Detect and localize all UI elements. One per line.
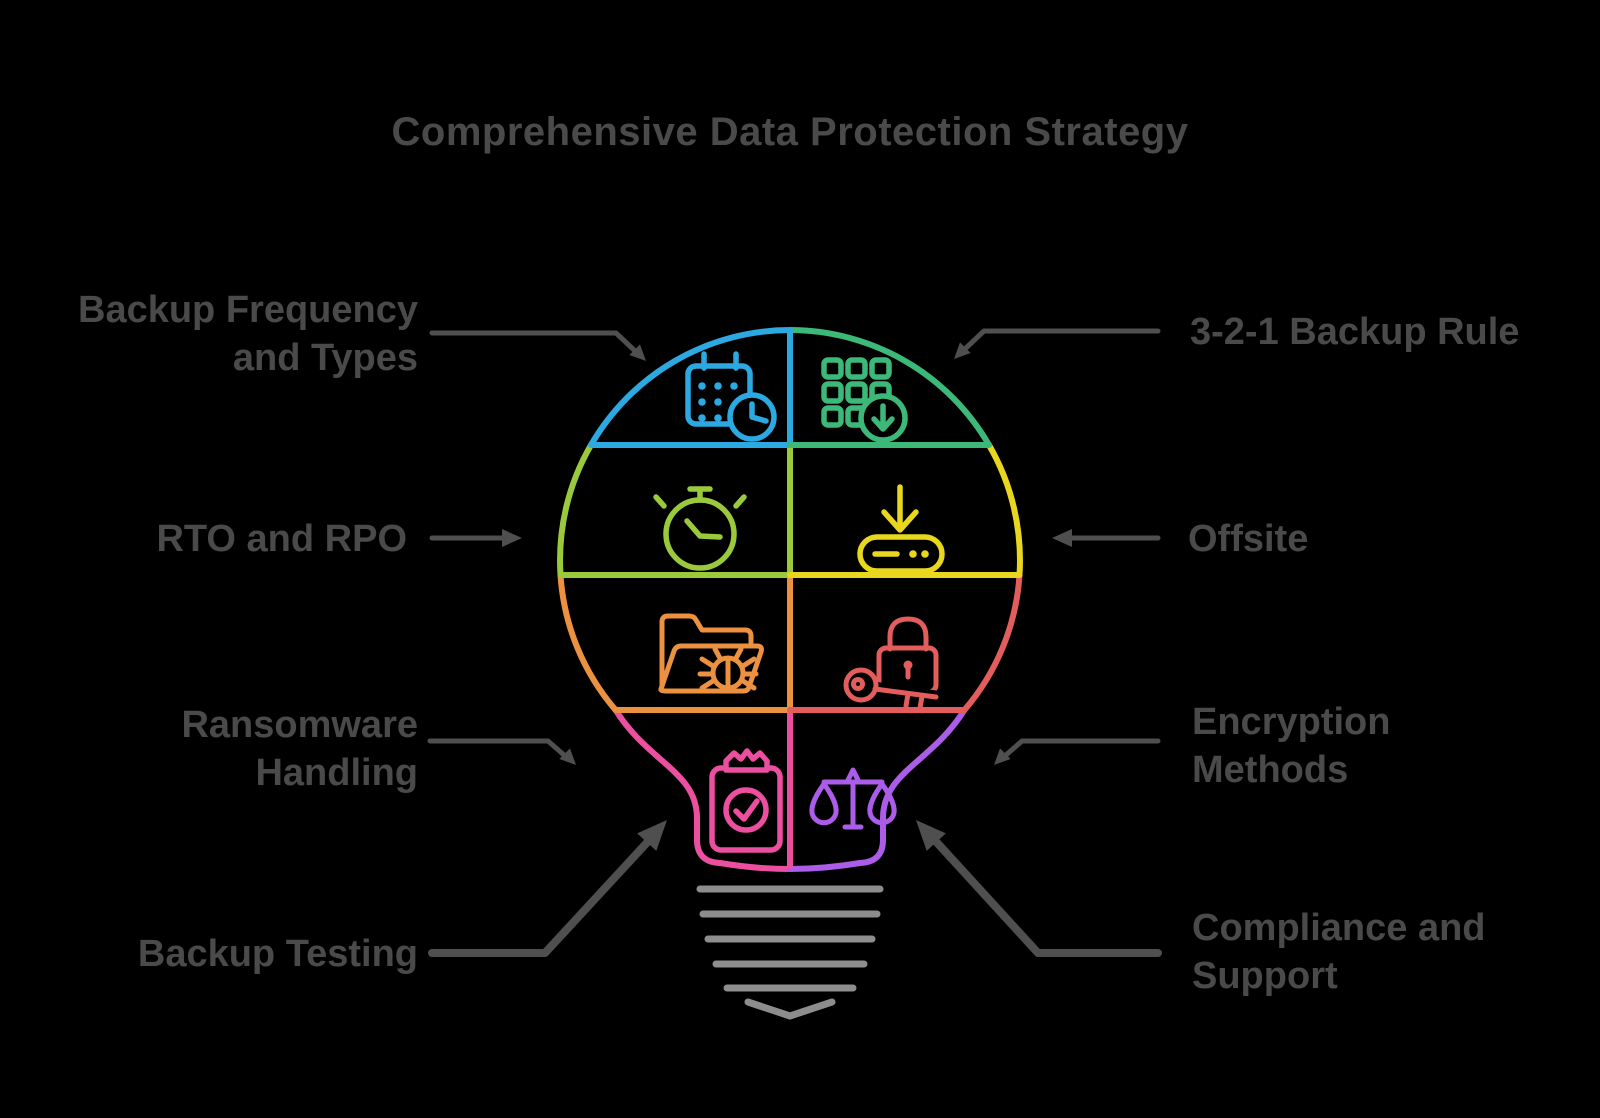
arrowhead-lower-left-icon <box>559 748 576 765</box>
label-rto-rpo: RTO and RPO <box>156 518 407 560</box>
scales-pan-right <box>867 781 897 826</box>
connector-bottom-left <box>428 831 658 957</box>
check-mark <box>733 798 760 822</box>
label-compliance-line2: Support <box>1192 955 1338 997</box>
segment-arc-lower-left <box>557 572 619 713</box>
label-compliance-line1: Compliance and <box>1192 907 1486 949</box>
arrowhead-bottom-left-icon <box>637 820 667 851</box>
bug-legs <box>697 656 759 691</box>
key-bow-hole <box>851 677 865 691</box>
label-ransomware-line1: Ransomware <box>181 704 418 746</box>
segment-arc-top-right <box>787 327 992 448</box>
label-ransomware-line2: Handling <box>255 752 418 794</box>
lock-keyhole <box>903 660 913 670</box>
segment-arc-middle-left <box>557 442 594 578</box>
scales-peak <box>844 767 862 785</box>
folder-bug-icon <box>658 613 764 694</box>
calendar-tabs <box>701 351 739 371</box>
stopwatch-crown <box>687 486 713 503</box>
drive-led-2 <box>921 550 929 558</box>
label-backup-testing: Backup Testing <box>138 933 418 975</box>
connector-bottom-right <box>926 831 1162 957</box>
calendar-clock-icon <box>685 351 777 442</box>
connector-lower-left <box>427 738 567 758</box>
segment-arc-top-left <box>588 327 793 448</box>
connector-lines <box>427 328 1162 957</box>
arrowhead-top-right-icon <box>954 342 971 359</box>
segment-neck-left <box>612 707 793 872</box>
download-drive-icon <box>857 484 945 574</box>
arrowhead-middle-right-icon <box>1052 529 1072 547</box>
label-backup-frequency-line1: Backup Frequency <box>78 289 418 331</box>
arrowhead-lower-right-icon <box>994 748 1011 765</box>
stopwatch-icon <box>653 486 747 571</box>
clock-hands <box>749 401 769 424</box>
labels: Backup Frequency and Types 3-2-1 Backup … <box>78 289 1519 997</box>
connector-top-left <box>429 330 637 353</box>
connector-top-right <box>963 328 1161 351</box>
clipboard-check-icon <box>709 748 783 853</box>
arrowhead-bottom-right-icon <box>916 820 946 851</box>
arrowhead-middle-left-icon <box>502 529 522 547</box>
calendar-dots <box>698 382 738 422</box>
label-encryption-line2: Methods <box>1192 749 1348 791</box>
lock-shackle <box>887 616 929 652</box>
stopwatch-buttons <box>653 494 747 509</box>
bulb-base-icon <box>696 885 884 1020</box>
lock-key-icon <box>843 616 943 711</box>
segment-arc-lower-right <box>961 572 1023 713</box>
check-badge <box>723 787 769 833</box>
scales-stem <box>842 779 864 830</box>
drive-led-1 <box>909 550 917 558</box>
key-blade <box>872 686 939 711</box>
segment-neck-right <box>787 707 968 872</box>
connector-lower-right <box>1003 738 1161 758</box>
segment-arc-middle-right <box>986 442 1023 578</box>
stopwatch-hands <box>684 518 723 540</box>
grid-download-icon <box>821 357 908 443</box>
scales-pan-left <box>809 781 839 826</box>
folder-front <box>658 643 764 694</box>
scales-icon <box>809 767 897 830</box>
label-offsite: Offsite <box>1188 518 1308 560</box>
label-backup-frequency-line2: and Types <box>233 337 418 379</box>
down-arrow <box>881 484 919 533</box>
connector-arrowheads <box>502 342 1072 851</box>
download-arrow <box>871 403 895 432</box>
arrowhead-top-left-icon <box>629 344 646 361</box>
drive-body <box>857 534 945 574</box>
label-encryption-line1: Encryption <box>1192 701 1390 743</box>
label-backup-rule: 3-2-1 Backup Rule <box>1190 311 1519 353</box>
lightbulb-outline <box>557 327 1023 872</box>
clipboard-clip <box>723 748 770 773</box>
folder-back <box>659 613 754 689</box>
page-title: Comprehensive Data Protection Strategy <box>392 110 1189 154</box>
base-tip <box>744 998 836 1020</box>
